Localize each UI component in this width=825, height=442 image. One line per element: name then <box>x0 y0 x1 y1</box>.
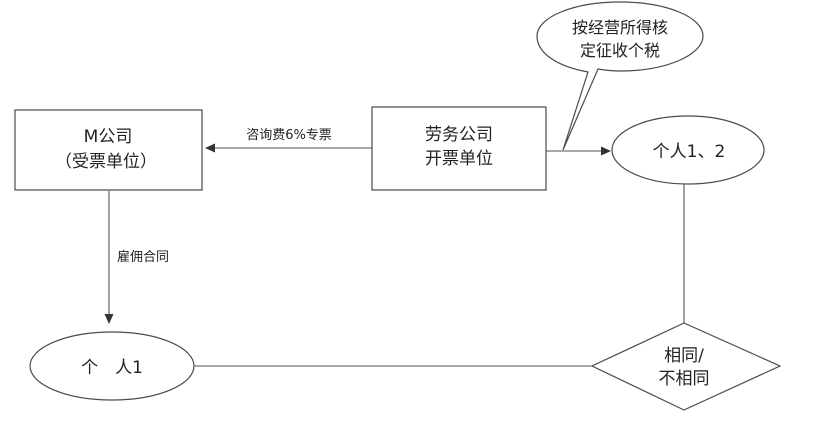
individuals-1-2-ellipse <box>611 115 765 185</box>
decision-diamond <box>590 322 782 411</box>
individual-1-label: 个 人1 <box>81 358 143 378</box>
m-company-box <box>14 109 203 191</box>
arrowhead-right <box>601 146 611 156</box>
decision-line1: 相同/ <box>664 346 704 366</box>
employment-contract-label: 雇佣合同 <box>117 249 169 265</box>
individual-1-ellipse <box>29 331 195 401</box>
m-company-name: M公司 <box>84 127 133 147</box>
tax-callout-bubble <box>536 1 704 151</box>
arrowhead-left <box>205 143 215 153</box>
consulting-invoice-label: 咨询费6%专票 <box>246 128 332 143</box>
arrowhead-down <box>104 314 114 324</box>
labor-company-box <box>371 106 547 191</box>
decision-line2: 不相同 <box>659 369 710 389</box>
labor-company-role: 开票单位 <box>425 149 493 169</box>
m-company-role: （受票单位） <box>55 152 157 172</box>
labor-company-name: 劳务公司 <box>425 125 493 145</box>
tax-callout-line2: 定征收个税 <box>580 41 660 60</box>
individuals-1-2-label: 个人1、2 <box>653 142 726 162</box>
tax-callout-line1: 按经营所得核 <box>572 18 668 37</box>
